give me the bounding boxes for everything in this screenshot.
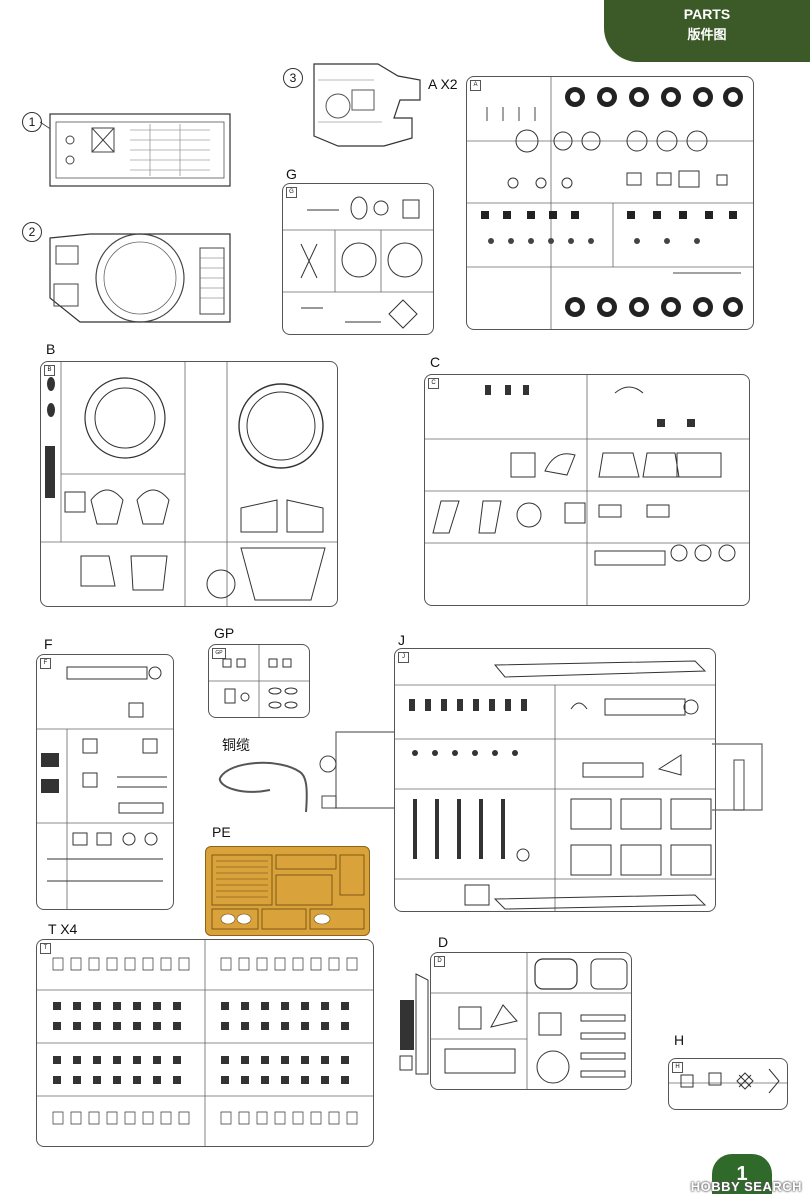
copper-cable-drawing <box>219 761 308 813</box>
watermark-text: HOBBY SEARCH <box>690 1179 802 1194</box>
sprue-d-frame: D <box>430 952 632 1090</box>
sprue-b-parts <box>41 362 337 606</box>
sprue-j-tag: J <box>398 652 409 663</box>
sprue-t-label: T X4 <box>48 921 78 937</box>
sprue-t-frame: T <box>36 939 374 1147</box>
part-number-3: 3 <box>283 68 303 88</box>
parts-header-badge: PARTS 版件图 <box>604 0 810 62</box>
sprue-d-parts <box>431 953 631 1089</box>
sprue-g-parts <box>283 196 433 329</box>
sprue-a-tag: A <box>470 80 481 91</box>
sprue-gp-label: GP <box>214 625 235 641</box>
sprue-h-parts <box>669 1068 787 1094</box>
sprue-c-label: C <box>430 354 441 370</box>
sprue-f-tag: F <box>40 658 51 669</box>
sprue-j-frame: J <box>394 648 716 912</box>
sprue-a-frame: A <box>466 76 754 330</box>
sprue-c-tag: C <box>428 378 439 389</box>
sprue-c-parts <box>425 375 749 605</box>
sprue-h-label: H <box>674 1032 685 1048</box>
sprue-g-tag: G <box>286 187 297 198</box>
sprue-h-frame: H <box>668 1058 788 1110</box>
header-title-cn: 版件图 <box>687 27 727 42</box>
sprue-gp-frame: GP <box>208 644 310 718</box>
sprue-c-frame: C <box>424 374 750 606</box>
sprue-a-label: A X2 <box>428 76 458 92</box>
sprue-gp-tag: GP <box>212 648 226 659</box>
hull-top-drawing <box>49 233 231 323</box>
page-number-badge: 1 <box>712 1154 772 1194</box>
header-title-en: PARTS <box>683 6 731 22</box>
sprue-t-parts <box>37 940 373 1146</box>
photo-etch-parts <box>211 854 365 930</box>
sprue-b-label: B <box>46 341 56 357</box>
sprue-b-frame: B <box>40 361 338 607</box>
sprue-j-parts <box>395 660 715 911</box>
part-number-1: 1 <box>22 112 42 132</box>
sprue-a-parts <box>467 77 753 329</box>
sprue-g-frame: G <box>282 183 434 335</box>
part-number-2: 2 <box>22 222 42 242</box>
sprue-f-parts <box>37 666 173 909</box>
sprue-j-runner-right <box>712 743 763 811</box>
sprue-t-tag: T <box>40 943 51 954</box>
sprue-h-tag: H <box>672 1062 683 1073</box>
sprue-b-tag: B <box>44 365 55 376</box>
turret-shell-drawing <box>313 63 421 147</box>
photo-etch-sheet <box>205 846 370 936</box>
sprue-f-label: F <box>44 636 53 652</box>
hull-bottom-drawing <box>40 113 231 187</box>
sprue-j-runner-left <box>319 731 394 809</box>
sprue-gp-parts <box>209 645 309 717</box>
sprue-g-label: G <box>286 166 297 182</box>
sprue-j-label: J <box>398 632 405 648</box>
sprue-f-frame: F <box>36 654 174 910</box>
sprue-d-side-parts <box>399 973 429 1075</box>
sprue-d-tag: D <box>434 956 445 967</box>
pe-label: PE <box>212 824 231 840</box>
copper-cable-label: 铜缆 <box>222 737 250 753</box>
sprue-d-label: D <box>438 934 449 950</box>
